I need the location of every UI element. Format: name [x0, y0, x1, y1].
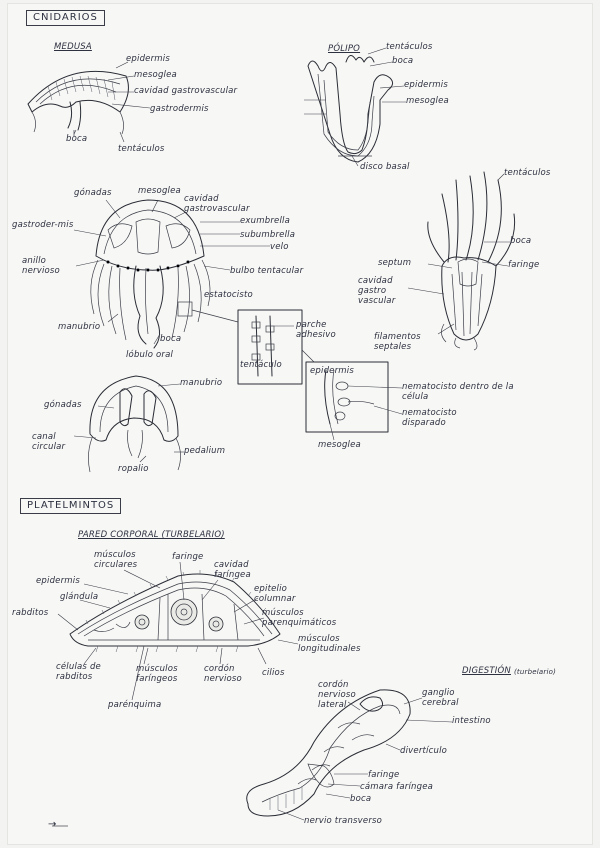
pared-glandula-label: glándula	[60, 592, 98, 602]
medusa-tentaculos-label: tentáculos	[118, 144, 165, 154]
polipo-boca-label: boca	[392, 56, 413, 66]
polipo-drawing	[308, 55, 393, 162]
jelly-lobulo-label: lóbulo oral	[126, 350, 173, 360]
anemone-filamentos-label: filamentos septales	[374, 332, 436, 352]
anemone-faringe-label: faringe	[508, 260, 539, 270]
cnidarios-title: CNIDARIOS	[26, 10, 105, 26]
drawings-layer	[8, 4, 592, 844]
cnidocyte-epidermis-label: epidermis	[310, 366, 354, 376]
jelly-boca-label: boca	[160, 334, 181, 344]
anemone-cavidad-label: cavidad gastro vascular	[358, 276, 408, 306]
digestion-subtitle: (turbelario)	[514, 667, 556, 677]
cnidocyte-disparado-label: nematocisto disparado	[402, 408, 482, 428]
cnidocyte-dentro-label: nematocisto dentro de la célula	[402, 382, 532, 402]
medusa-gastrodermis-label: gastrodermis	[150, 104, 209, 114]
anemone-drawing	[428, 172, 515, 350]
jelly-exumbrella-label: exumbrella	[240, 216, 290, 226]
polipo-disco-label: disco basal	[360, 162, 410, 172]
jelly-cavidad-label: cavidad gastrovascular	[184, 194, 264, 214]
cnidocyte-mesoglea-label: mesoglea	[318, 440, 361, 450]
pared-corporal-drawing	[70, 570, 280, 652]
polipo-tentaculos-label: tentáculos	[386, 42, 433, 52]
pared-parenquima-label: parénquima	[108, 700, 161, 710]
digestion-title: DIGESTIÓN	[462, 666, 511, 676]
pared-faringe-label: faringe	[172, 552, 203, 562]
jelly-anillo-label: anillo nervioso	[22, 256, 76, 276]
hydro-canal-label: canal circular	[32, 432, 74, 452]
pared-rabditos-label: rabditos	[12, 608, 48, 618]
pared-musculos-circ-label: músculos circulares	[94, 550, 142, 570]
digestion-camara-label: cámara faríngea	[360, 782, 433, 792]
digestion-diverticulo-label: divertículo	[400, 746, 447, 756]
polipo-epidermis-label: epidermis	[404, 80, 448, 90]
medusa-epidermis-label: epidermis	[126, 54, 170, 64]
footer-arrow: →	[48, 820, 57, 830]
jelly-mesoglea-label: mesoglea	[138, 186, 181, 196]
polipo-mesoglea-label: mesoglea	[406, 96, 449, 106]
pared-cordon-label: cordón nervioso	[204, 664, 250, 684]
anemone-boca-label: boca	[510, 236, 531, 246]
hydro-pedalium-label: pedalium	[184, 446, 225, 456]
hydro-ropalio-label: ropalio	[118, 464, 149, 474]
polipo-leaders	[304, 48, 406, 166]
pared-musculos-long-label: músculos longitudinales	[298, 634, 368, 654]
hydromedusa-drawing	[88, 376, 180, 472]
medusa-boca-label: boca	[66, 134, 87, 144]
jelly-bulbo-label: bulbo tentacular	[230, 266, 303, 276]
jelly-subumbrella-label: subumbrella	[240, 230, 295, 240]
anemone-septum-label: septum	[378, 258, 411, 268]
pared-epitelio-label: epitelio columnar	[254, 584, 306, 604]
polipo-title: PÓLIPO	[328, 44, 360, 54]
pared-musculos-far-label: músculos faríngeos	[136, 664, 188, 684]
digestion-intestino-label: intestino	[452, 716, 491, 726]
digestion-faringe-label: faringe	[368, 770, 399, 780]
pared-cilios-label: cilios	[262, 668, 285, 678]
pared-celulas-label: células de rabditos	[56, 662, 104, 682]
medusa-section-drawing	[28, 71, 128, 136]
digestion-boca-label: boca	[350, 794, 371, 804]
jelly-velo-label: velo	[270, 242, 289, 252]
jelly-manubrio-label: manubrio	[58, 322, 100, 332]
jelly-gonadas-label: gónadas	[74, 188, 112, 198]
pared-musculos-parenq-label: músculos parenquimáticos	[262, 608, 372, 628]
jelly-gastrodermis-label: gastroder-mis	[12, 220, 74, 230]
digestion-ganglio-label: ganglio cerebral	[422, 688, 476, 708]
digestion-cordon-label: cordón nervioso lateral	[318, 680, 370, 710]
tentaculo-label: tentáculo	[240, 360, 282, 370]
platelmintos-title: PLATELMINTOS	[20, 498, 121, 514]
digestion-nervio-label: nervio transverso	[304, 816, 382, 826]
pared-cavidad-far-label: cavidad faríngea	[214, 560, 264, 580]
medusa-mesoglea-label: mesoglea	[134, 70, 177, 80]
pared-epidermis-label: epidermis	[36, 576, 80, 586]
pared-title: PARED CORPORAL (TURBELARIO)	[78, 530, 225, 540]
hydro-manubrio-label: manubrio	[180, 378, 222, 388]
tentaculo-parche-label: parche adhesivo	[296, 320, 340, 340]
jelly-estatocisto-label: estatocisto	[204, 290, 253, 300]
notebook-page: CNIDARIOS MEDUSA epidermis mesoglea cavi…	[8, 4, 592, 844]
anemone-tentaculos-label: tentáculos	[504, 168, 551, 178]
medusa-title: MEDUSA	[54, 42, 92, 52]
medusa-cavidad-label: cavidad gastrovascular	[134, 86, 237, 96]
hydro-gonadas-label: gónadas	[44, 400, 82, 410]
